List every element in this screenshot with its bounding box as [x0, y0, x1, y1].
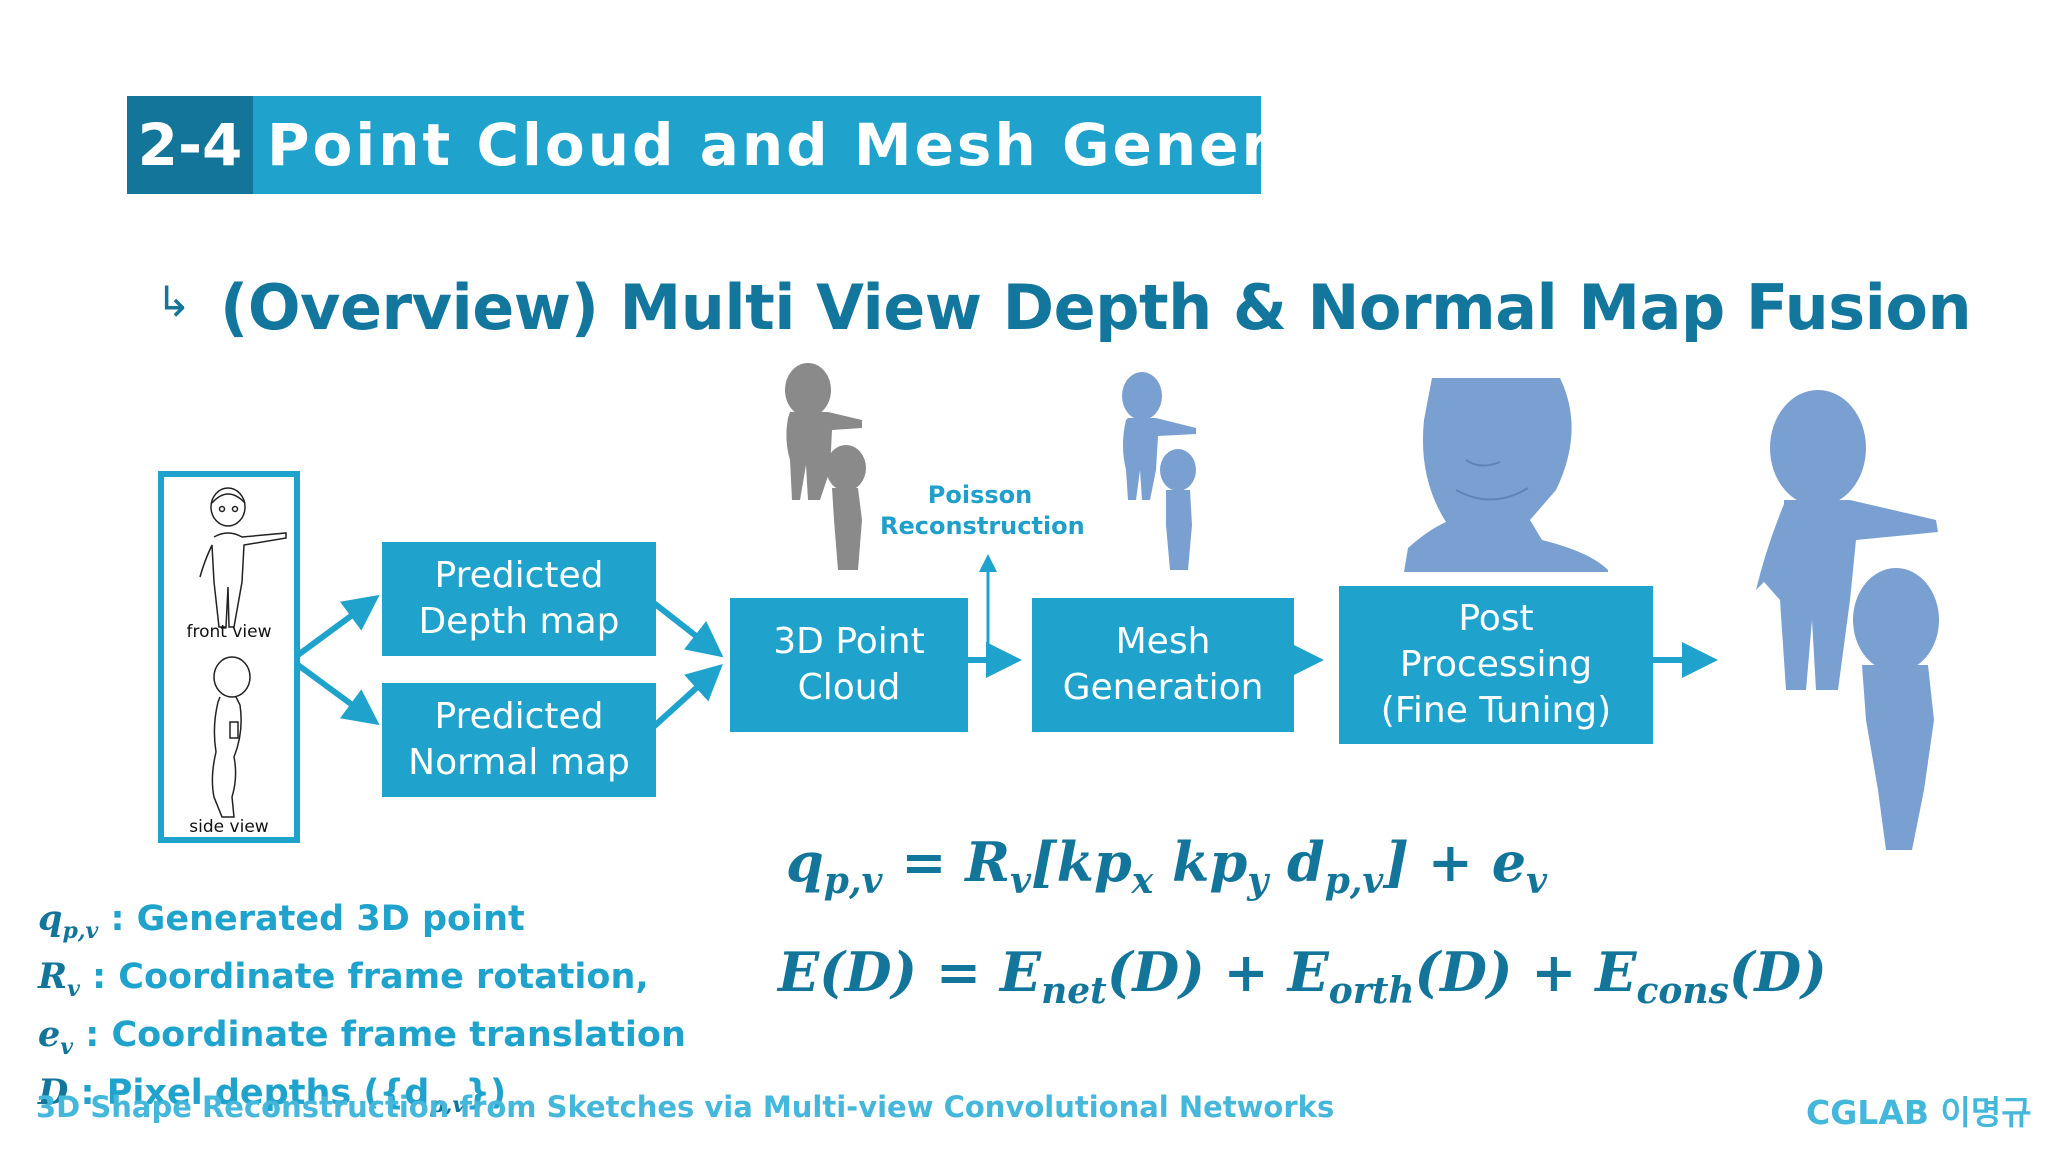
arrow-depth-to-cloud — [648, 597, 724, 658]
equation-energy: E(D) = Enet(D) + Eorth(D) + Econs(D) — [778, 940, 1827, 1012]
predicted-depth-map-box: Predicted Depth map — [382, 542, 656, 656]
mesh-box-line2: Generation — [1062, 667, 1264, 708]
side-view-sketch — [211, 656, 251, 818]
mesh-small-figures — [1122, 372, 1196, 570]
section-title: Point Cloud and Mesh Generation — [267, 111, 1456, 179]
poisson-label: Poisson Reconstruction — [880, 480, 1085, 542]
poisson-line1: Poisson — [927, 481, 1033, 509]
output-mesh-figures — [1756, 390, 1939, 850]
input-sketch-panel: front view side view — [158, 471, 300, 843]
depth-box-line2: Depth map — [418, 601, 620, 642]
legend-item: Rv : Coordinate frame rotation, — [38, 956, 649, 1002]
footer-paper-title: 3D Shape Reconstruction from Sketches vi… — [36, 1090, 1335, 1124]
normal-box-line2: Normal map — [408, 742, 630, 783]
normal-box-line1: Predicted — [434, 696, 604, 737]
side-view-label: side view — [189, 817, 268, 837]
arrow-input-to-normal — [296, 662, 380, 726]
mesh-box-line1: Mesh — [1115, 621, 1211, 662]
front-view-label: front view — [187, 622, 272, 642]
legend-item: ev : Coordinate frame translation — [38, 1014, 686, 1060]
poisson-line2: Reconstruction — [880, 512, 1085, 540]
depth-box-line1: Predicted — [434, 555, 604, 596]
slide-subtitle: (Overview) Multi View Depth & Normal Map… — [220, 271, 1972, 344]
post-box-line3: (Fine Tuning) — [1380, 690, 1612, 731]
cloud-box-line2: Cloud — [797, 667, 901, 708]
legend-item: D : Pixel depths ({dp,v}) — [38, 1072, 507, 1118]
point-cloud-box: 3D Point Cloud — [730, 598, 968, 732]
symbol-legend: qp,v : Generated 3D point Rv : Coordinat… — [38, 896, 686, 1128]
equation-point: qp,v = Rv[kpx kpy dp,v] + ev — [786, 830, 1548, 902]
section-number: 2-4 — [127, 96, 253, 194]
post-box-line2: Processing — [1399, 644, 1593, 685]
mesh-closeup-head — [1404, 378, 1608, 572]
front-view-sketch — [199, 487, 287, 628]
cloud-box-line1: 3D Point — [773, 621, 925, 662]
post-processing-box: Post Processing (Fine Tuning) — [1339, 586, 1653, 744]
subtitle-arrow-icon: ↳ — [156, 277, 192, 326]
predicted-normal-map-box: Predicted Normal map — [382, 683, 656, 797]
legend-item: qp,v : Generated 3D point — [38, 898, 525, 944]
section-header: 2-4 Point Cloud and Mesh Generation — [127, 96, 1453, 194]
point-cloud-figures — [785, 363, 866, 570]
footer-author: CGLAB 이명규 — [1806, 1093, 2032, 1132]
mesh-generation-box: Mesh Generation — [1032, 598, 1294, 732]
arrow-normal-to-cloud — [647, 663, 723, 733]
post-box-line1: Post — [1458, 598, 1534, 639]
sketch-figures: front view side view — [187, 487, 287, 837]
arrow-input-to-depth — [296, 594, 380, 658]
